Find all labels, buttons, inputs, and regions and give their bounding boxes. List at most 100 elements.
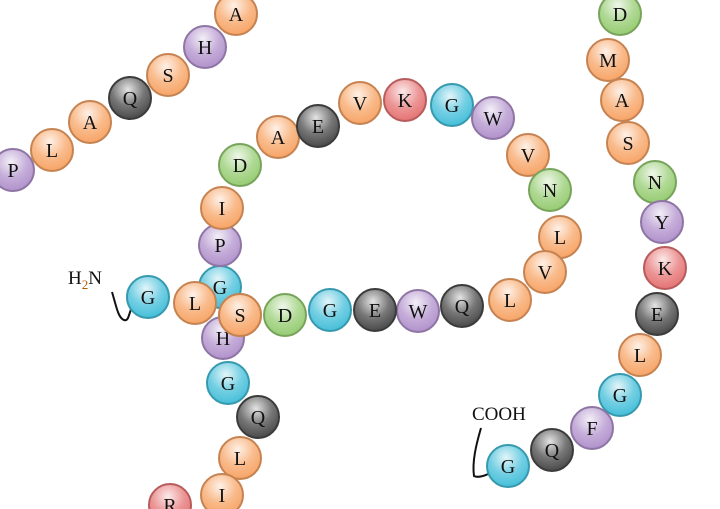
residue-letter: E	[369, 300, 381, 322]
residue-bead	[440, 284, 484, 328]
residue-letter: L	[504, 290, 516, 312]
residue-W-main-10: W	[471, 96, 515, 140]
residue-letter: Q	[251, 407, 266, 429]
residue-W-main-17: W	[396, 289, 440, 333]
c-terminus-linker	[472, 427, 493, 478]
residue-letter: F	[586, 418, 597, 440]
residue-letter: S	[622, 133, 633, 155]
residue-G-main-0: G	[126, 275, 170, 319]
residue-letter: P	[214, 235, 225, 257]
residue-D-right-0: D	[598, 0, 642, 36]
residue-letter: P	[7, 160, 18, 182]
residue-bead	[598, 0, 642, 36]
residue-letter: N	[543, 180, 557, 202]
residue-letter: V	[353, 93, 368, 115]
residue-bead	[296, 104, 340, 148]
residue-bead	[643, 246, 687, 290]
residue-letter: G	[445, 95, 459, 117]
residue-E-main-6: E	[296, 104, 340, 148]
residue-bead	[430, 83, 474, 127]
residue-bead	[488, 278, 532, 322]
residue-bead	[218, 436, 262, 480]
residue-bead	[126, 275, 170, 319]
residue-bead	[586, 38, 630, 82]
residue-bead	[200, 473, 244, 509]
residue-bead	[214, 0, 258, 36]
residue-bead	[206, 361, 250, 405]
residue-L-right-8: L	[618, 333, 662, 377]
residue-letter: I	[219, 485, 226, 507]
residue-letter: K	[398, 90, 413, 112]
residue-H-top_left-5: H	[183, 25, 227, 69]
residue-letter: G	[501, 456, 515, 478]
residue-letter: L	[634, 345, 646, 367]
residue-bead	[108, 76, 152, 120]
residue-letter: L	[189, 293, 201, 315]
residue-letter: I	[219, 198, 226, 220]
residue-I-main-3: I	[200, 186, 244, 230]
residue-D-main-4: D	[218, 143, 262, 187]
residue-letter: D	[278, 305, 292, 327]
c-terminus-label: COOH	[472, 404, 526, 425]
residue-bead	[471, 96, 515, 140]
residue-bead	[640, 200, 684, 244]
residue-F-right-10: F	[570, 406, 614, 450]
residue-bead	[530, 428, 574, 472]
residue-bead	[263, 293, 307, 337]
residue-K-main-8: K	[383, 78, 427, 122]
residue-bead	[486, 444, 530, 488]
residue-letter: G	[613, 385, 627, 407]
residue-bead	[383, 78, 427, 122]
residue-N-right-4: N	[633, 160, 677, 204]
residue-bead	[200, 186, 244, 230]
residue-bead	[523, 250, 567, 294]
residue-letter: L	[46, 140, 58, 162]
residue-A-right-2: A	[600, 78, 644, 122]
residue-bead	[30, 128, 74, 172]
residue-Q-under-3: Q	[236, 395, 280, 439]
residue-letter: H	[198, 37, 212, 59]
residue-D-main-20: D	[263, 293, 307, 337]
residue-letter: M	[599, 50, 617, 72]
residue-bead	[148, 483, 192, 509]
residue-bead	[353, 288, 397, 332]
residue-bead	[173, 281, 217, 325]
residue-letter: G	[141, 287, 155, 309]
residue-letter: Q	[545, 440, 560, 462]
residue-P-top_left-0: P	[0, 148, 35, 192]
residue-letter: N	[648, 172, 662, 194]
residue-bead	[183, 25, 227, 69]
residue-G-right-9: G	[598, 373, 642, 417]
residue-bead	[68, 100, 112, 144]
residue-L-under-4: L	[218, 436, 262, 480]
residue-A-top_left-2: A	[68, 100, 112, 144]
residue-R-under-6: R	[148, 483, 192, 509]
residue-L-main-1: L	[173, 281, 217, 325]
n-terminus-label: H2N	[68, 268, 102, 292]
residue-M-right-1: M	[586, 38, 630, 82]
residue-bead	[506, 133, 550, 177]
residue-letter: G	[213, 277, 227, 299]
residue-E-main-18: E	[353, 288, 397, 332]
residue-letter: E	[312, 116, 324, 138]
residue-letter: Q	[123, 88, 138, 110]
residue-letter: D	[233, 155, 247, 177]
residue-V-main-11: V	[506, 133, 550, 177]
residue-G-main-9: G	[430, 83, 474, 127]
residue-letter: A	[83, 112, 98, 134]
residue-E-right-7: E	[635, 292, 679, 336]
residue-letter: S	[162, 65, 173, 87]
residue-L-main-13: L	[538, 215, 582, 259]
residue-letter: L	[234, 448, 246, 470]
residue-bead	[606, 121, 650, 165]
residue-L-top_left-1: L	[30, 128, 74, 172]
residue-bead	[218, 293, 262, 337]
residue-K-right-6: K	[643, 246, 687, 290]
residue-letter: E	[651, 304, 663, 326]
residue-P-main-2: P	[198, 223, 242, 267]
residue-A-top_left-6: A	[214, 0, 258, 36]
residue-V-main-14: V	[523, 250, 567, 294]
residue-letter: L	[554, 227, 566, 249]
